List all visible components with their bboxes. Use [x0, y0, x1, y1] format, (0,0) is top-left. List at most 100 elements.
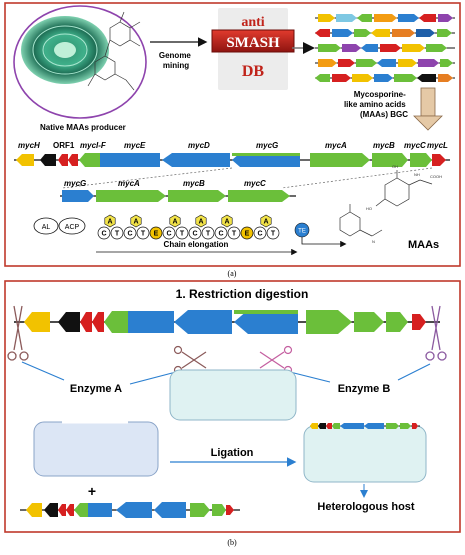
gene-label-mych: mycH [18, 141, 40, 150]
domain-c-label: C [101, 231, 106, 238]
svg-text:OH: OH [392, 164, 398, 169]
chain-elongation-label: Chain elongation [164, 240, 229, 249]
domain-a-label: A [263, 219, 268, 226]
gene-label-mycd: mycD [188, 141, 210, 150]
domain-a-hexagon [104, 214, 116, 228]
domain-a-hexagon [130, 214, 142, 228]
te-to-maas-arrow [301, 237, 347, 248]
antismash-db-logo: anti SMASH DB [211, 8, 295, 90]
enzyme-a-label: Enzyme A [70, 383, 122, 395]
vector-box [33, 421, 159, 477]
domain-a-label: A [224, 219, 229, 226]
domain-t [201, 226, 215, 240]
al-domain [33, 217, 59, 235]
domain-a-hexagon [195, 214, 207, 228]
domain-t-label: T [180, 231, 185, 238]
gene2-label-myca: mycA [118, 179, 140, 188]
bgc-label: Mycosporine- like amino acids (MAAs) BGC [344, 90, 408, 119]
svg-text:ACP: ACP [65, 224, 80, 231]
domain-a-label: A [133, 219, 138, 226]
svg-text:AL: AL [42, 224, 51, 231]
digest-vessel [169, 369, 297, 421]
domain-t-label: T [206, 231, 211, 238]
enzyme-b-label: Enzyme B [338, 383, 391, 395]
scissors-right-icon [425, 305, 447, 361]
host-gene-insert [310, 423, 420, 429]
acp-domain [58, 217, 86, 235]
domain-a-label: A [198, 219, 203, 226]
domain-c-label: C [166, 231, 171, 238]
domain-t-label: T [115, 231, 120, 238]
bgc-gene-lanes [315, 14, 455, 82]
svg-text:TE: TE [298, 229, 306, 235]
domain-t [175, 226, 189, 240]
domain-c [97, 226, 111, 240]
domain-c [188, 226, 202, 240]
domain-t [136, 226, 150, 240]
caption-a: (a) [228, 269, 237, 278]
domain-a-label: A [172, 219, 177, 226]
plus-sign: + [88, 483, 96, 499]
down-arrow-icon [413, 87, 443, 131]
domain-a-hexagon [169, 214, 181, 228]
domain-c-label: C [127, 231, 132, 238]
domain-c-label: C [218, 231, 223, 238]
svg-text:N: N [372, 239, 375, 244]
enzyme-b-line-right [397, 363, 431, 381]
heterologous-host-label: Heterologous host [317, 501, 415, 513]
domain-a-label: A [107, 219, 112, 226]
domain-c [162, 226, 176, 240]
svg-text:HO: HO [366, 206, 372, 211]
restriction-title: 1. Restriction digestion [176, 287, 309, 301]
ligation-label: Ligation [211, 447, 254, 459]
gene-label-mycl: mycL [427, 141, 448, 150]
gene-row-1 [14, 153, 450, 167]
domain-t-label: T [271, 231, 276, 238]
domain-t [266, 226, 280, 240]
bottom-gene-row [20, 502, 240, 518]
zoom-connector-left [61, 167, 233, 189]
gene-label-mycif: mycI-F [80, 141, 107, 150]
genome-mining-label: Genome mining [159, 51, 193, 70]
domain-a-hexagon [260, 214, 272, 228]
gene2-label-mycg: mycG [64, 179, 86, 188]
domain-e-label: E [154, 231, 159, 238]
domain-c-label: C [192, 231, 197, 238]
domain-t-label: T [141, 231, 146, 238]
domain-c [123, 226, 137, 240]
domain-c [253, 226, 267, 240]
domain-c-label: C [257, 231, 262, 238]
molecule-structure-icon [87, 11, 141, 91]
domain-e [240, 226, 254, 240]
domain-a-hexagon [221, 214, 233, 228]
domain-c [214, 226, 228, 240]
domain-t-label: T [232, 231, 237, 238]
gene-label-orf1: ORF1 [53, 141, 75, 150]
svg-text:SMASH: SMASH [226, 35, 280, 51]
svg-text:COOH: COOH [430, 174, 442, 179]
gene-label-myce: mycE [124, 141, 146, 150]
enzyme-a-line-left [21, 361, 65, 381]
domain-e [149, 226, 163, 240]
svg-text:DB: DB [242, 63, 265, 80]
cyanobacterium-cell-icon [21, 16, 109, 84]
host-box [303, 425, 427, 483]
gene-label-mycc: mycC [404, 141, 426, 150]
gene-label-myca: mycA [325, 141, 347, 150]
big-gene-row [14, 310, 440, 334]
domain-t [110, 226, 124, 240]
gene-label-mycb: mycB [373, 141, 395, 150]
domain-t [227, 226, 241, 240]
gene2-label-mycb: mycB [183, 179, 205, 188]
zoom-connector-right [281, 167, 433, 189]
enzyme-a-line-right [129, 371, 177, 385]
maas-label: MAAs [408, 239, 439, 251]
producer-outline [13, 5, 147, 119]
enzyme-b-line-left [289, 371, 331, 383]
producer-label: Native MAAs producer [40, 123, 126, 132]
caption-b: (b) [227, 538, 237, 547]
maa-structure-icon [339, 170, 433, 237]
gene-label-mycg: mycG [256, 141, 278, 150]
